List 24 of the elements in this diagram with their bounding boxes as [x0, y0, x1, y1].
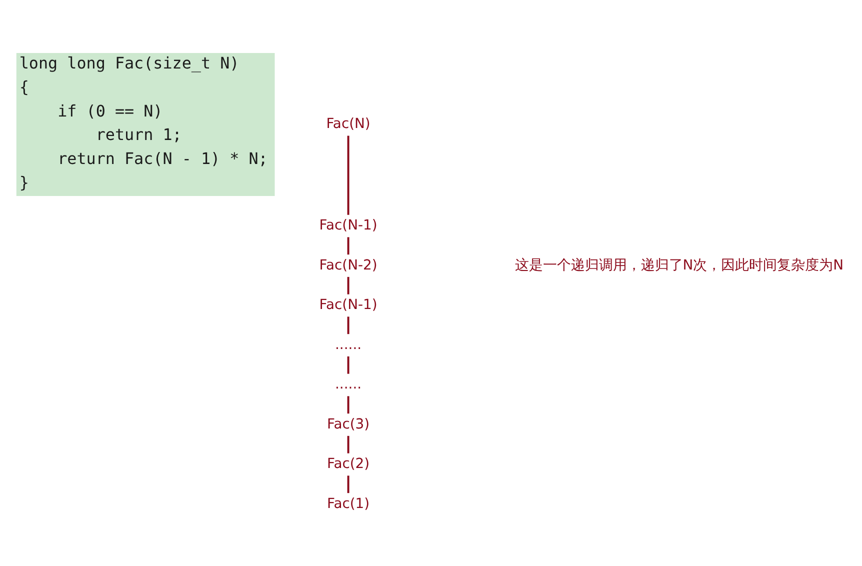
node-text: Fac(N-2) — [319, 256, 378, 273]
connector — [347, 435, 350, 453]
node-text: Fac(N-1) — [319, 217, 378, 234]
label: return 1; — [96, 124, 182, 144]
node-text: Fac(1) — [326, 495, 370, 512]
label: long long Fac(size_t N) — [19, 53, 240, 72]
label: return Fac(N - 1) * N; — [58, 148, 268, 168]
connector — [347, 135, 350, 214]
node-text: Fac(N) — [326, 116, 370, 132]
node-text: Fac(3) — [326, 416, 370, 432]
connector — [347, 276, 350, 294]
label: } — [19, 172, 29, 192]
connector — [347, 236, 350, 254]
node-text: Fac(N-1) — [319, 296, 378, 313]
connector — [347, 396, 350, 414]
node-text: ...... — [335, 336, 362, 352]
node-text: Fac(2) — [326, 456, 370, 472]
label: if (0 == N) — [58, 100, 163, 120]
label: { — [19, 77, 29, 96]
node-text: ...... — [335, 376, 362, 392]
label: 这是一个递归调用，递归了N次，因此时间复杂度为N — [514, 256, 844, 273]
connector — [347, 356, 350, 374]
connector — [347, 316, 350, 334]
connector — [347, 475, 350, 493]
